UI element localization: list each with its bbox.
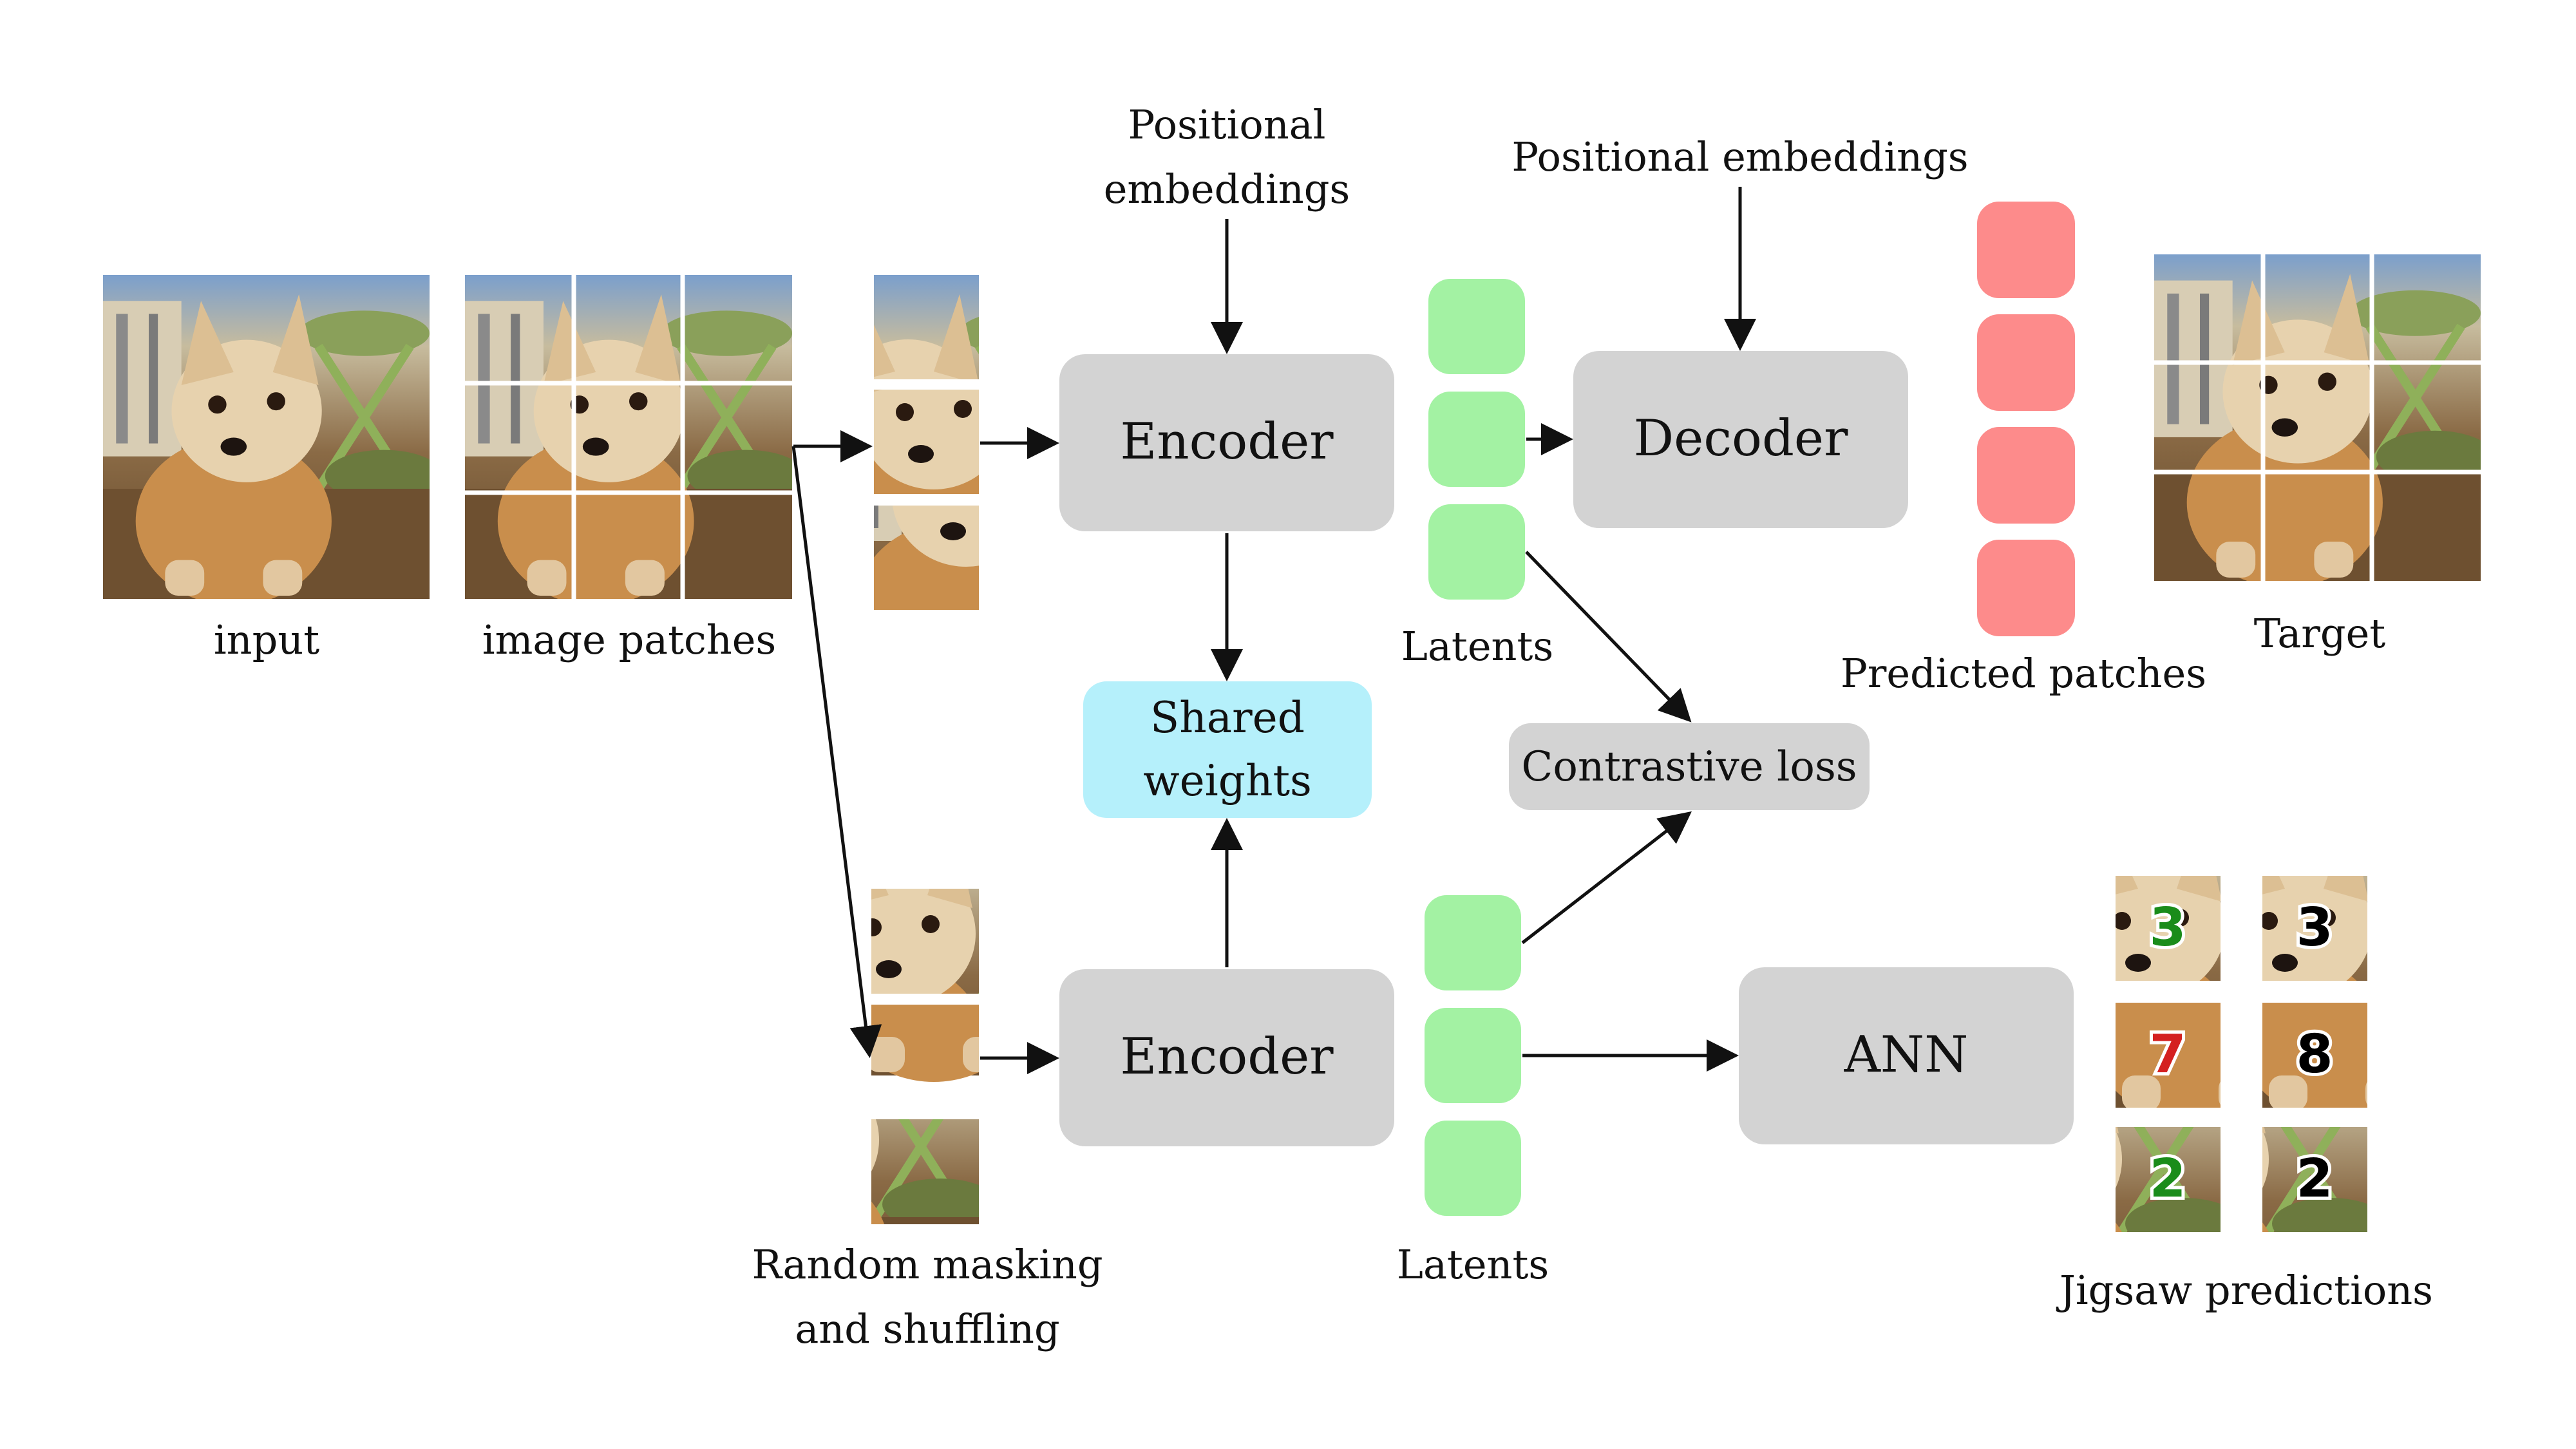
shared-weights-label-line2: weights — [1143, 756, 1312, 806]
latent-token — [1425, 1008, 1521, 1103]
target-image — [2154, 254, 2481, 581]
latent-token — [1428, 504, 1525, 600]
jigsaw-predicted-number: 2 — [2149, 1148, 2186, 1209]
input-image — [103, 275, 442, 605]
latent-token — [1428, 392, 1525, 487]
random-masking-label-line1: Random masking — [752, 1241, 1103, 1288]
predicted-patches-label: Predicted patches — [1841, 650, 2206, 697]
latents-top-label: Latents — [1401, 623, 1553, 670]
latent-token — [1425, 1121, 1521, 1216]
latent-token — [1428, 279, 1525, 374]
contrastive-loss-box — [1509, 723, 1870, 810]
pos-emb-encoder-label-line1: Positional — [1128, 101, 1326, 148]
arrow-latents-bottom-to-contrastive — [1521, 811, 1692, 944]
shared-weights-label-line1: Shared — [1150, 693, 1305, 743]
latent-token — [1425, 895, 1521, 990]
random-masking-label-line2: and shuffling — [795, 1305, 1059, 1352]
predicted-patch — [1977, 427, 2075, 524]
encoder-top-label: Encoder — [1120, 413, 1334, 471]
target-label: Target — [2254, 610, 2386, 657]
encoder-bottom-box — [1059, 969, 1394, 1146]
target-grid-lines — [2154, 254, 2481, 581]
image-patches — [465, 275, 792, 599]
image-patches-label: image patches — [482, 616, 776, 663]
jigsaw-actual-number: 8 — [2296, 1024, 2333, 1085]
encoder-bottom-label: Encoder — [1120, 1028, 1334, 1086]
contrastive-loss-label: Contrastive loss — [1521, 743, 1857, 791]
decoder-box — [1573, 351, 1908, 528]
patch-grid-lines — [465, 275, 792, 599]
jigsaw-tile — [2208, 792, 2543, 1121]
arrow-latents-to-contrastive — [1525, 551, 1692, 723]
input-label: input — [214, 616, 319, 663]
arrow-patches-to-shuffled — [791, 446, 882, 1058]
ann-box — [1739, 967, 2074, 1144]
pos-emb-decoder-label: Positional embeddings — [1511, 133, 1968, 180]
latents-bottom-label: Latents — [1397, 1241, 1549, 1288]
ann-label: ANN — [1844, 1026, 1969, 1084]
predicted-patch — [1977, 202, 2075, 298]
encoder-top-box — [1059, 354, 1394, 531]
jigsaw-predictions-label: Jigsaw predictions — [2056, 1267, 2433, 1314]
jigsaw-predicted-number: 3 — [2149, 897, 2186, 958]
predicted-patch — [1977, 540, 2075, 636]
predicted-patch — [1977, 314, 2075, 411]
decoder-label: Decoder — [1634, 410, 1848, 468]
jigsaw-actual-number: 2 — [2296, 1148, 2333, 1209]
pos-emb-encoder-label-line2: embeddings — [1104, 166, 1350, 213]
jigsaw-predicted-number: 7 — [2149, 1024, 2186, 1085]
jigsaw-actual-number: 3 — [2296, 897, 2333, 958]
shared-weights-box — [1083, 681, 1372, 818]
